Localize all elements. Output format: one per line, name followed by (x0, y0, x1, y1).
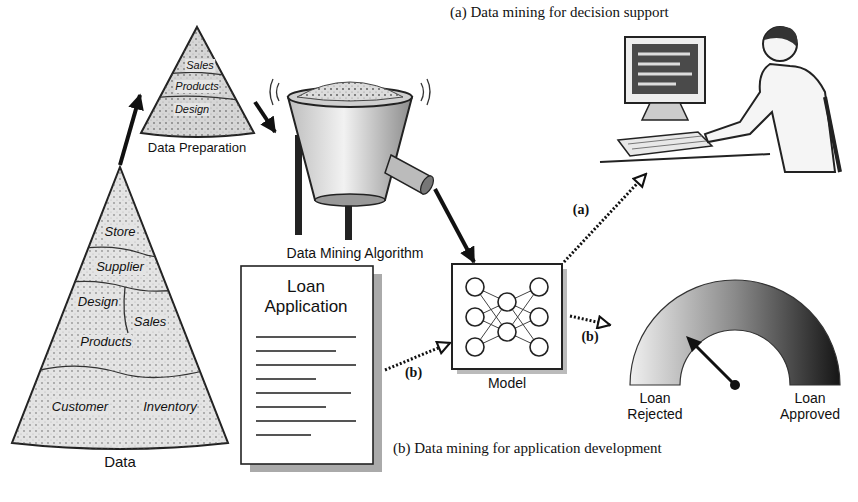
drawing-line (632, 141, 706, 149)
drawing-path (40, 365, 225, 378)
drawing-rect (452, 264, 562, 369)
node-text: Products (174, 80, 219, 93)
mining-hopper (275, 75, 435, 265)
node-text: Customer (51, 400, 109, 415)
node-text: Design (174, 103, 210, 116)
edge-label: (a) (571, 202, 591, 218)
drawing-g (270, 79, 430, 105)
data-cone-node: StoreSupplierDesignSalesProductsCustomer… (10, 165, 230, 475)
loan-gauge-node: Loan Rejected Loan Approved (610, 280, 855, 430)
computer-user (440, 2, 852, 174)
node-text: Loan Approved (770, 390, 850, 422)
drawing-path (297, 82, 403, 101)
node-text: Model (488, 375, 526, 391)
drawing-circle (466, 308, 484, 326)
drawing-rect (632, 44, 698, 94)
node-text: Sales (185, 59, 215, 72)
flow-arrow (435, 189, 474, 262)
drawing-path (686, 336, 702, 352)
drawing-line (638, 63, 680, 66)
drawing-path (277, 83, 280, 101)
drawing-path (124, 287, 128, 333)
drawing-ellipse (315, 194, 385, 206)
drawing-circle (530, 338, 548, 356)
drawing-line (256, 420, 356, 422)
data-cone (10, 165, 230, 475)
flow-arrow (255, 102, 275, 132)
decision-support-node: (a) Data mining for decision support (440, 2, 852, 174)
drawing-circle (530, 278, 548, 296)
loan-document (240, 265, 385, 475)
drawing-rect (625, 37, 705, 103)
drawing-path (160, 72, 235, 77)
node-text: (a) Data mining for decision support (450, 4, 669, 21)
drawing-circle (730, 380, 740, 390)
drawing-path (141, 27, 254, 137)
drawing-circle (763, 27, 797, 61)
drawing-line (600, 154, 770, 162)
drawing-line (256, 378, 316, 380)
drawing-circle (466, 278, 484, 296)
caption-label: (b) Data mining for application developm… (393, 440, 662, 457)
drawing-path (825, 97, 840, 172)
drawing-g (628, 136, 706, 149)
drawing-path (705, 64, 835, 172)
drawing-path (630, 280, 840, 385)
drawing-path (141, 27, 254, 137)
node-text: Store (103, 225, 136, 240)
drawing-line (256, 364, 356, 366)
dotted-arrow (570, 316, 610, 325)
flow-arrow (120, 95, 140, 165)
model-node: Model (450, 262, 570, 397)
drawing-circle (498, 293, 516, 311)
drawing-circle (466, 338, 484, 356)
drawing-ellipse (418, 174, 436, 196)
node-text: Supplier (95, 260, 145, 275)
edge-label: (b) (403, 365, 424, 381)
drawing-line (256, 406, 326, 408)
drawing-circle (498, 323, 516, 341)
drawing-g (150, 72, 245, 101)
drawing-path (642, 103, 688, 120)
drawing-path (70, 247, 180, 257)
node-text: Data Mining Algorithm (287, 245, 424, 261)
drawing-g (40, 247, 225, 377)
mining-algorithm-node: Data Mining Algorithm (275, 75, 435, 265)
drawing-path (288, 97, 412, 200)
drawing-path (764, 27, 797, 47)
drawing-path (427, 79, 430, 105)
preparation-cone-node: SalesProductsDesignData Preparation (140, 25, 255, 165)
drawing-g (638, 54, 692, 84)
drawing-line (638, 83, 676, 86)
drawing-path (421, 83, 424, 101)
drawing-line (256, 392, 351, 394)
node-text: Data Preparation (148, 141, 246, 156)
drawing-path (50, 281, 210, 291)
drawing-line (256, 336, 356, 338)
drawing-path (12, 167, 228, 449)
drawing-line (256, 350, 336, 352)
node-text: Inventory (142, 400, 197, 415)
drawing-line (638, 53, 690, 56)
drawing-path (150, 96, 245, 101)
edge-label: (b) (579, 329, 600, 345)
node-text: Loan Rejected (615, 390, 695, 422)
node-text: Design (77, 295, 119, 310)
loan-application-node: Loan Application (240, 265, 385, 475)
drawing-path (270, 79, 273, 105)
node-text: Sales (133, 315, 168, 330)
drawing-circle (530, 308, 548, 326)
dotted-arrow (564, 174, 646, 262)
node-text: Products (79, 335, 132, 350)
drawing-path (297, 82, 403, 101)
node-text: Loan Application (246, 277, 366, 316)
drawing-line (638, 73, 692, 76)
drawing-line (256, 434, 311, 436)
drawing-line (694, 344, 735, 385)
drawing-path (618, 132, 712, 156)
drawing-path (12, 167, 228, 449)
node-text: Data (104, 453, 136, 470)
drawing-rect (241, 266, 373, 464)
